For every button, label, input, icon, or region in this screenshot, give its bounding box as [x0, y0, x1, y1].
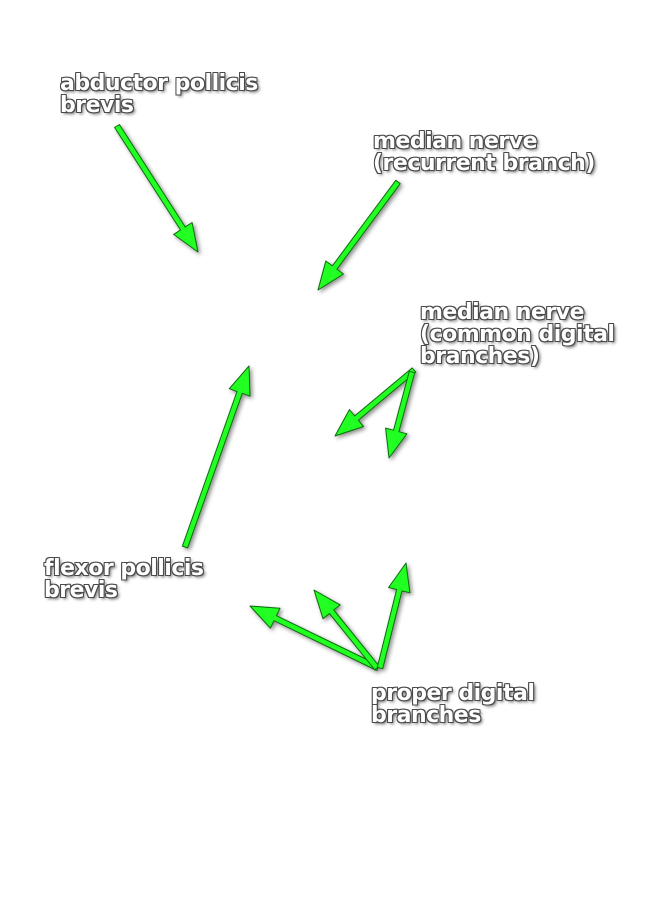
label-abductor-pollicis-brevis: abductor pollicis brevis [60, 73, 258, 117]
arrow-median-nerve-recurrent [317, 179, 401, 291]
label-line: flexor pollicis [44, 556, 204, 581]
label-line: abductor pollicis [60, 71, 258, 96]
arrow-flexor-pollicis-brevis [181, 365, 251, 549]
arrow-median-common-down [385, 370, 416, 459]
label-line: median nerve [373, 129, 537, 154]
arrow-abductor-pollicis-brevis [114, 124, 199, 253]
label-line: proper digital [371, 681, 535, 706]
arrow-proper-digital-left [249, 605, 380, 671]
label-line: median nerve [420, 300, 585, 325]
arrow-proper-digital-middle [313, 589, 380, 671]
label-line: branches [371, 703, 481, 728]
label-line: branches) [420, 344, 540, 369]
label-line: brevis [60, 93, 134, 118]
label-median-nerve-recurrent-branch: median nerve (recurrent branch) [373, 131, 595, 175]
label-median-nerve-common-digital-branches: median nerve (common digital branches) [420, 300, 615, 369]
label-line: brevis [44, 578, 118, 603]
label-line: (recurrent branch) [373, 151, 595, 176]
label-line: (common digital [420, 322, 615, 347]
label-flexor-pollicis-brevis: flexor pollicis brevis [44, 558, 204, 602]
label-proper-digital-branches: proper digital branches [371, 681, 535, 728]
arrow-median-common-left [334, 367, 417, 437]
arrow-proper-digital-right [376, 562, 411, 670]
